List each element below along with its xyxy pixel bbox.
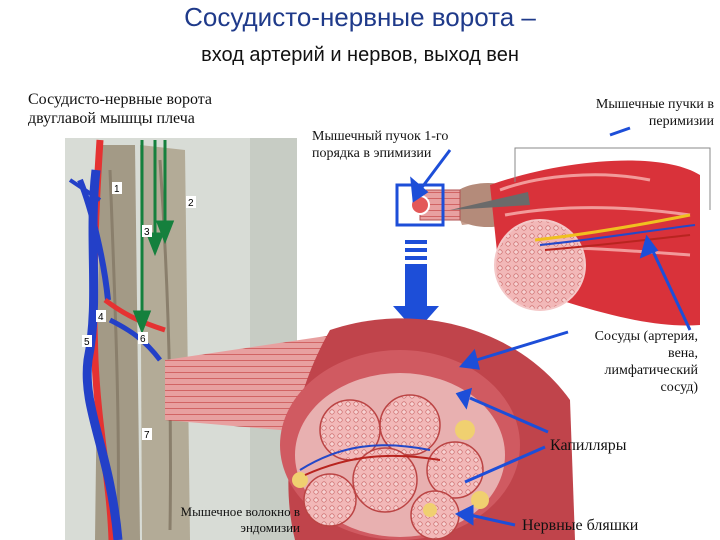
- label-biceps-gate: Сосудисто-нервные ворота двуглавой мышцы…: [28, 90, 212, 128]
- specimen-photo: [65, 138, 297, 540]
- label-fiber-endomysium: Мышечное волокно в эндомизии: [172, 504, 300, 536]
- label-nerve-plaques: Нервные бляшки: [522, 516, 638, 535]
- marker-1: 1: [114, 184, 120, 195]
- marker-4: 4: [98, 312, 104, 323]
- marker-5: 5: [84, 337, 90, 348]
- zoom-down-arrow: [393, 240, 439, 332]
- marker-3: 3: [144, 227, 150, 238]
- marker-2: 2: [188, 198, 194, 209]
- label-vessels: Сосуды (артерия, вена, лимфатический сос…: [595, 328, 698, 396]
- marker-7: 7: [144, 430, 150, 441]
- label-capillaries: Капилляры: [550, 436, 627, 455]
- label-bundle-epimysium: Мышечный пучок 1-го порядка в эпимизии: [312, 128, 448, 162]
- marker-6: 6: [140, 334, 146, 345]
- muscle-drawing-top: [411, 148, 710, 326]
- label-bundles-perimysium: Мышечные пучки в перимизии: [596, 96, 714, 130]
